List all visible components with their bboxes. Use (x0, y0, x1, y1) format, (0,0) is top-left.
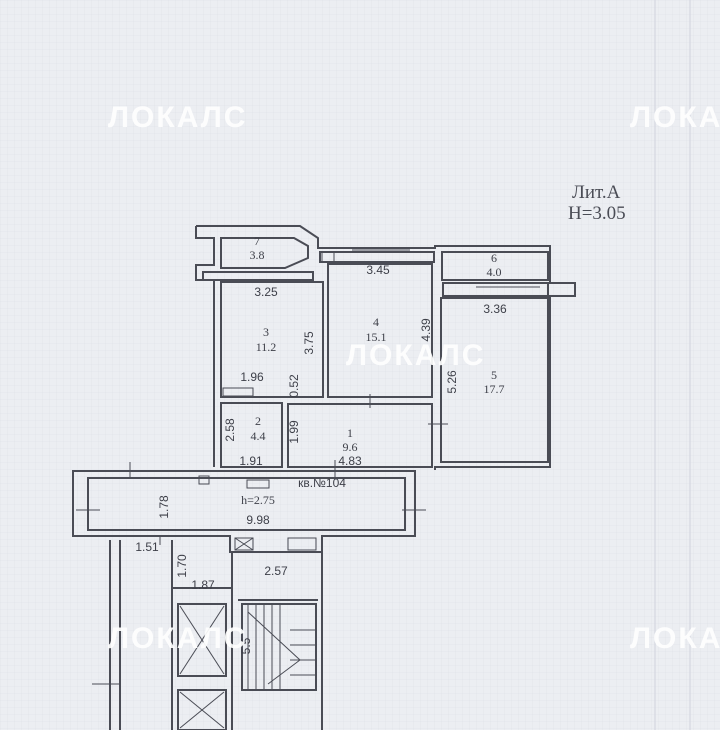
dim-label: 1.91 (239, 454, 263, 468)
watermark-text: ЛОКАЛС (108, 101, 247, 134)
room-2-area: 4.4 (251, 429, 266, 443)
dim-label: 3.25 (254, 285, 278, 299)
room-2-id: 2 (255, 414, 261, 428)
room-5-area: 17.7 (484, 382, 505, 396)
room-6-area: 4.0 (487, 265, 502, 279)
room-6-id: 6 (491, 251, 497, 265)
dim-label: 4.83 (338, 454, 362, 468)
dimension-labels: 3.45 3.25 3.36 3.75 4.39 1.96 0.52 5.26 … (135, 263, 507, 654)
walls (72, 225, 576, 730)
dim-label: 1.87 (191, 578, 215, 592)
watermark-text: ЛОКАЛС (346, 339, 485, 372)
room-4-id: 4 (373, 315, 379, 329)
apartment-number-label: кв.№104 (298, 476, 346, 490)
dim-label: 4.39 (419, 318, 433, 342)
dim-label: 5.26 (445, 370, 459, 394)
room-3-area: 11.2 (256, 340, 277, 354)
dim-label: 3.45 (366, 263, 390, 277)
room-1-area: 9.6 (343, 440, 358, 454)
room-labels: 7 3.8 6 4.0 3 11.2 4 15.1 5 17.7 2 4.4 1… (250, 234, 505, 454)
room-5-id: 5 (491, 368, 497, 382)
watermark-text: ЛОКАЛС (630, 101, 720, 134)
dim-label: 2.58 (223, 418, 237, 442)
dim-label: 1.99 (287, 420, 301, 444)
lit-label: Лит.А (572, 182, 621, 203)
dim-label: 0.52 (287, 374, 301, 398)
dim-label: 3.75 (302, 331, 316, 355)
dim-label: 1.70 (175, 554, 189, 578)
ceiling-height-label: H=3.05 (568, 203, 626, 224)
dim-label: 1.78 (157, 495, 171, 519)
room-4-area: 15.1 (366, 330, 387, 344)
dim-label: 3.36 (483, 302, 507, 316)
watermark-text: ЛОКАЛС (630, 622, 720, 655)
dim-label: 9.98 (246, 513, 270, 527)
dim-label: 2.57 (264, 564, 288, 578)
room-3-id: 3 (263, 325, 269, 339)
dim-label: 5.5 (239, 637, 253, 654)
dim-label: 1.96 (240, 370, 264, 384)
corridor-height-label: h=2.75 (241, 493, 275, 507)
watermarks: ЛОКАЛС ЛОКАЛС ЛОКАЛС ЛОКАЛС ЛОКАЛС (108, 101, 720, 655)
room-7-id: 7 (254, 234, 260, 248)
room-7-area: 3.8 (250, 248, 265, 262)
form-rulings (654, 0, 691, 730)
watermark-text: ЛОКАЛС (108, 622, 247, 655)
dim-label: 1.51 (135, 540, 159, 554)
room-1-id: 1 (347, 426, 353, 440)
wall-details (76, 249, 540, 729)
